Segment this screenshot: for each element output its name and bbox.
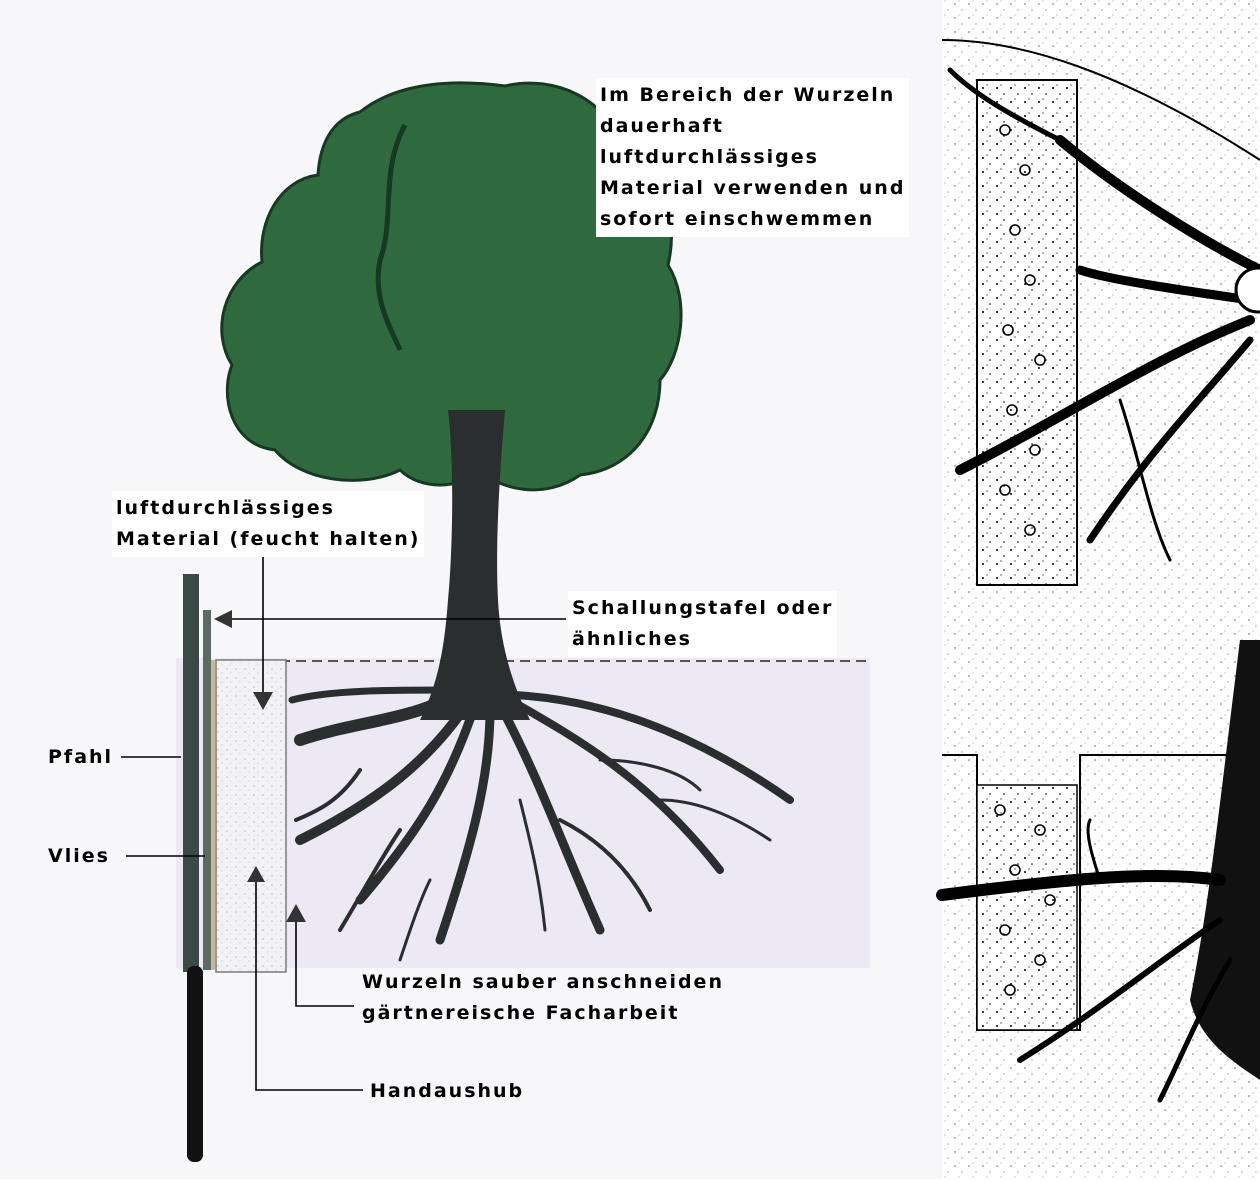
vlies-label: Vlies xyxy=(48,841,110,872)
fleece-vlies xyxy=(211,660,215,970)
crown-note-line-3: luftdurchlässiges xyxy=(600,142,905,173)
panel-note-line-2: ähnliches xyxy=(572,624,833,655)
pfahl-label: Pfahl xyxy=(48,742,113,773)
pit-texture xyxy=(216,660,286,972)
root-cross-section-icon xyxy=(942,0,1260,1179)
material-note: luftdurchlässiges Material (feucht halte… xyxy=(112,491,424,557)
panel-note-line-1: Schallungstafel oder xyxy=(572,593,833,624)
crown-note-line-4: Material verwenden und xyxy=(600,173,905,204)
material-note-line-1: luftdurchlässiges xyxy=(116,493,420,524)
crown-note: Im Bereich der Wurzeln dauerhaft luftdur… xyxy=(596,78,909,237)
stake-pfahl xyxy=(183,574,199,972)
roots-note-line-1: Wurzeln sauber anschneiden xyxy=(362,967,724,998)
roots-note: Wurzeln sauber anschneiden gärtnereische… xyxy=(362,967,724,1029)
crown-note-line-1: Im Bereich der Wurzeln xyxy=(600,80,905,111)
panel-note: Schallungstafel oder ähnliches xyxy=(568,591,837,657)
material-note-line-2: Material (feucht halten) xyxy=(116,524,420,555)
crown-note-line-5: sofort einschwemmen xyxy=(600,204,905,235)
stake-base xyxy=(187,966,203,1162)
handaushub-label: Handaushub xyxy=(370,1076,524,1107)
crown-note-line-2: dauerhaft xyxy=(600,111,905,142)
roots-note-line-2: gärtnereische Facharbeit xyxy=(362,998,724,1029)
formwork-panel xyxy=(203,610,211,970)
